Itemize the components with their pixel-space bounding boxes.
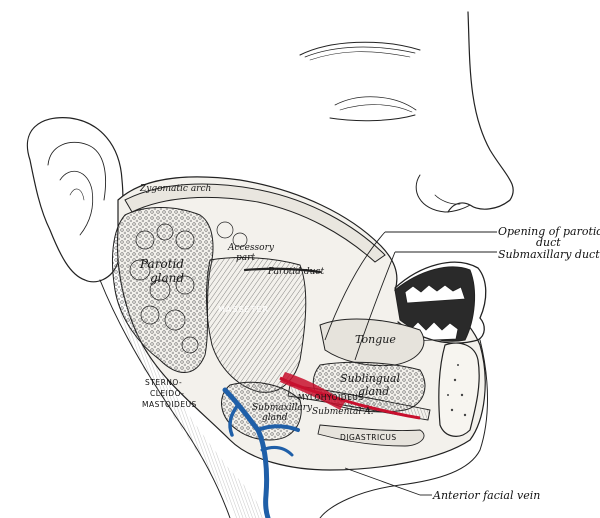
opening-parotid-duct-label-1: Opening of parotid (498, 225, 600, 238)
masseter-label: MASSETER (218, 305, 269, 314)
tongue (319, 318, 425, 367)
zygomatic-arch (124, 183, 386, 263)
parotid-duct (243, 267, 322, 274)
tongue-label: Tongue (355, 333, 396, 346)
digastricus-label: DIGASTRICUS (340, 433, 397, 442)
parotid-gland-label-1: Parotid (139, 257, 184, 271)
submaxillary-gland-label-2: gland (262, 413, 288, 423)
parotid-gland (111, 207, 248, 373)
ear (26, 117, 124, 283)
mandible-bone (438, 342, 480, 437)
digastric-muscle (317, 424, 425, 447)
face-profile (299, 11, 514, 213)
sternocleidomastoideus-label-2: CLEIDO- (150, 389, 184, 398)
anterior-facial-vein-label: Anterior facial vein (432, 489, 540, 502)
mouth (394, 261, 487, 344)
sternocleidomastoideus-label-3: MASTOIDEUS (142, 400, 197, 409)
mylohyoideus-label: MYLOHYOIDEUS (298, 393, 364, 402)
accessory-part-label-1: Accessory (227, 243, 275, 253)
zygomatic-arch-label: Zygomatic arch (139, 184, 211, 194)
accessory-part-label-2: part (236, 253, 255, 263)
submental-artery-label: Submental A. (312, 407, 374, 417)
anterior-facial-vein (222, 387, 300, 518)
sternocleidomastoideus-label-1: STERNO- (145, 378, 182, 387)
parotid-gland-label-2: gland (150, 271, 184, 285)
submaxillary-gland-label-1: Submaxillary (252, 403, 313, 413)
parotid-duct-label: Parotid duct (267, 267, 324, 277)
sublingual-gland-label-1: Sublingual (340, 372, 400, 385)
submaxillary-duct-label: Submaxillary duct (498, 248, 600, 261)
opening-parotid-duct-label-2: duct (536, 236, 561, 249)
sublingual-gland-label-2: gland (358, 385, 389, 398)
